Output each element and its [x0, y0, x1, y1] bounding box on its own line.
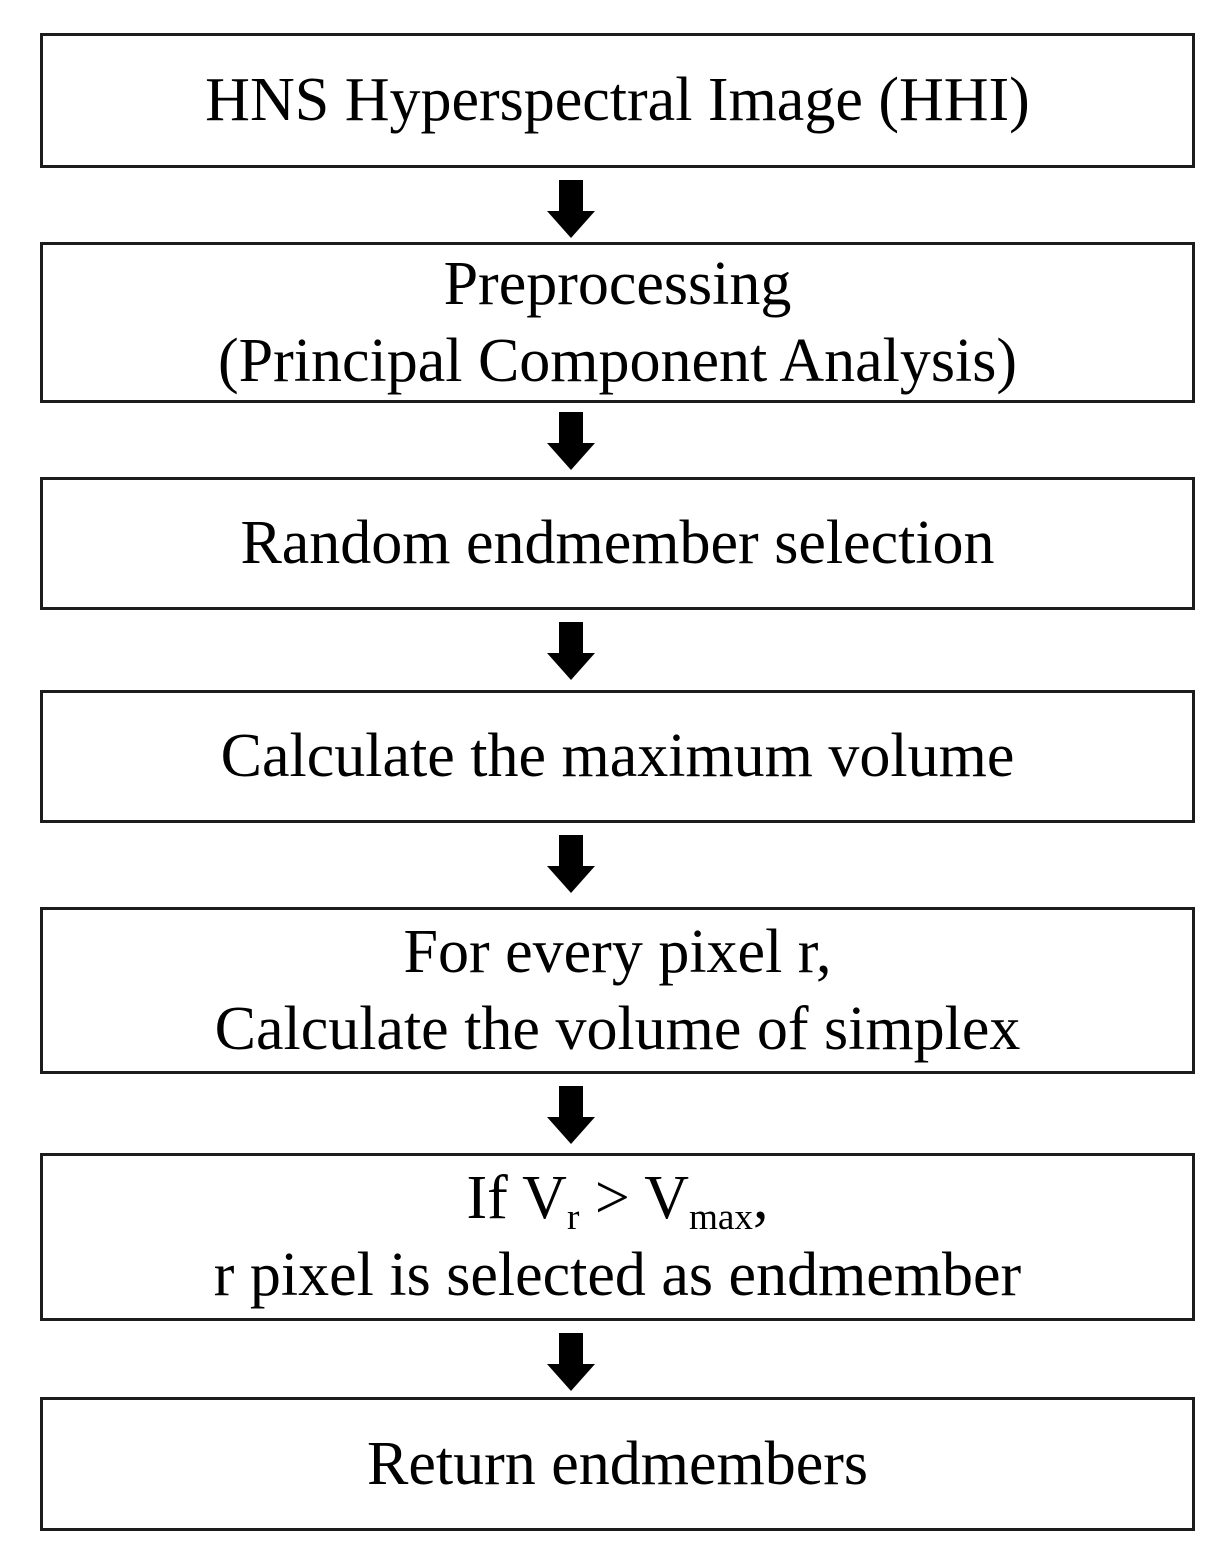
flow-step-preprocessing: Preprocessing (Principal Component Analy… — [40, 242, 1195, 403]
down-arrow-icon — [547, 1333, 595, 1391]
step-text: Random endmember selection — [240, 509, 995, 578]
down-arrow-icon — [547, 622, 595, 680]
step-text: Calculate the maximum volume — [220, 722, 1015, 791]
flow-step-endmember-condition: If Vr > Vmax, r pixel is selected as end… — [40, 1153, 1195, 1321]
arrow-head — [547, 1364, 595, 1391]
flow-step-return-endmembers: Return endmembers — [40, 1397, 1195, 1531]
arrow-stem — [559, 1333, 583, 1364]
step-text: For every pixel r, — [403, 917, 832, 986]
formula-prefix: If V — [466, 1164, 567, 1233]
down-arrow-icon — [547, 1086, 595, 1144]
flow-step-calculate-maximum-volume: Calculate the maximum volume — [40, 690, 1195, 823]
down-arrow-icon — [547, 412, 595, 470]
arrow-head — [547, 211, 595, 238]
step-text: HNS Hyperspectral Image (HHI) — [205, 66, 1030, 135]
flow-step-simplex-volume-loop: For every pixel r, Calculate the volume … — [40, 907, 1195, 1074]
flow-step-random-endmember-selection: Random endmember selection — [40, 477, 1195, 610]
step-text: Calculate the volume of simplex — [214, 994, 1021, 1063]
arrow-head — [547, 443, 595, 470]
step-label: Return endmembers — [367, 1426, 868, 1503]
arrow-head — [547, 653, 595, 680]
step-text: Return endmembers — [366, 1429, 869, 1498]
formula-suffix: , — [753, 1164, 769, 1233]
flow-step-hns-hyperspectral-image: HNS Hyperspectral Image (HHI) — [40, 33, 1195, 168]
arrow-stem — [559, 180, 583, 211]
arrow-stem — [559, 412, 583, 443]
formula-middle: > V — [579, 1164, 689, 1233]
step-text: r pixel is selected as endmember — [213, 1241, 1022, 1309]
condition-formula: If Vr > Vmax, — [214, 1160, 1021, 1237]
arrow-head — [547, 1117, 595, 1144]
down-arrow-icon — [547, 835, 595, 893]
step-label: HNS Hyperspectral Image (HHI) — [205, 62, 1030, 139]
step-text: Preprocessing — [443, 249, 792, 318]
step-label: If Vr > Vmax, r pixel is selected as end… — [214, 1160, 1021, 1314]
step-label: Preprocessing (Principal Component Analy… — [218, 246, 1017, 400]
step-label: Random endmember selection — [240, 505, 994, 582]
arrow-head — [547, 866, 595, 893]
arrow-stem — [559, 835, 583, 866]
step-text: (Principal Component Analysis) — [217, 326, 1018, 395]
formula-subscript-max: max — [688, 1196, 753, 1238]
step-label: Calculate the maximum volume — [221, 718, 1015, 795]
down-arrow-icon — [547, 180, 595, 238]
step-label: For every pixel r, Calculate the volume … — [215, 914, 1021, 1068]
arrow-stem — [559, 622, 583, 653]
formula-subscript-r: r — [566, 1196, 580, 1238]
arrow-stem — [559, 1086, 583, 1117]
